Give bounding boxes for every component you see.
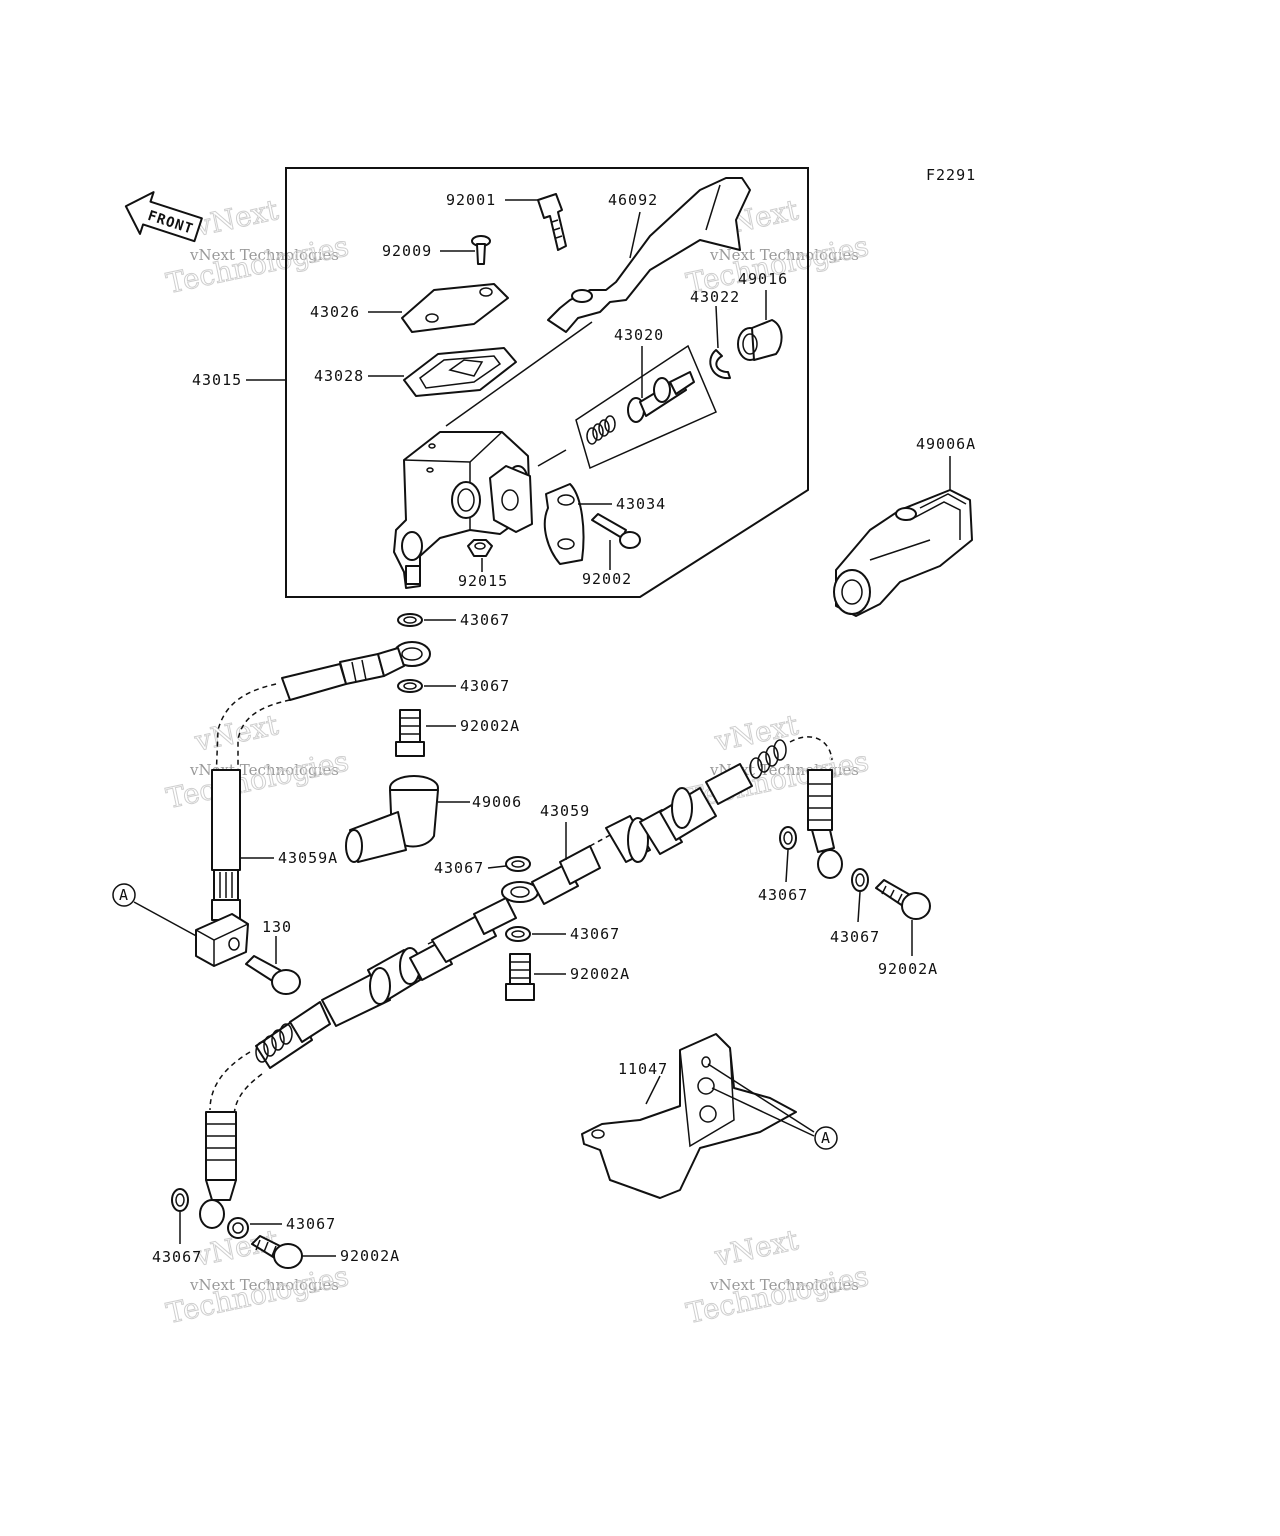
master-cylinder-body bbox=[393, 431, 533, 589]
label-46092: 46092 bbox=[608, 191, 658, 209]
banjo-bolt-92002A-bottom bbox=[251, 1235, 303, 1269]
label-43067-h: 43067 bbox=[286, 1215, 336, 1233]
watermark-vnext-tech: vNext Technologies bbox=[709, 1276, 859, 1294]
spring-icon bbox=[586, 415, 616, 445]
label-130: 130 bbox=[262, 918, 292, 936]
boot-49016 bbox=[737, 319, 783, 361]
watermark-vnext-tech: vNext Technologies bbox=[189, 246, 339, 264]
label-92002A-d: 92002A bbox=[340, 1247, 400, 1265]
cover-49006A bbox=[833, 489, 973, 617]
bolt-92002 bbox=[591, 513, 641, 549]
label-43059A: 43059A bbox=[278, 849, 338, 867]
coil-icon bbox=[206, 1123, 236, 1161]
coil-icon bbox=[255, 1023, 293, 1063]
label-49006A: 49006A bbox=[916, 435, 976, 453]
bolt-130 bbox=[245, 955, 301, 995]
cap-43026 bbox=[401, 283, 509, 333]
label-92002A-b: 92002A bbox=[570, 965, 630, 983]
washer-43067-right-b bbox=[851, 868, 869, 892]
banjo-bolt-92002A-mid bbox=[505, 953, 535, 1001]
label-49016: 49016 bbox=[738, 270, 788, 288]
block-fitting bbox=[195, 913, 249, 967]
label-43067-f: 43067 bbox=[830, 928, 880, 946]
label-43015: 43015 bbox=[192, 371, 242, 389]
watermark-vnext-tech: vNext Technologies bbox=[709, 246, 859, 264]
watermark-vnext: vNext bbox=[191, 708, 282, 758]
watermark-tech: Technologies bbox=[163, 1259, 351, 1330]
washer-43067-mid-bottom bbox=[505, 926, 531, 942]
label-92002A-a: 92002A bbox=[460, 717, 520, 735]
washer-43067-bottom-left bbox=[171, 1188, 189, 1212]
holder-43034 bbox=[543, 483, 585, 565]
label-43020: 43020 bbox=[614, 326, 664, 344]
label-43034: 43034 bbox=[616, 495, 666, 513]
watermark-tech: Technologies bbox=[163, 744, 351, 815]
label-92002A-c: 92002A bbox=[878, 960, 938, 978]
label-92002: 92002 bbox=[582, 570, 632, 588]
label-43067-d: 43067 bbox=[570, 925, 620, 943]
cover-49006 bbox=[345, 775, 439, 863]
washer-43067-right-a bbox=[779, 826, 797, 850]
label-43059: 43059 bbox=[540, 802, 590, 820]
washer-43067-top bbox=[397, 613, 423, 627]
coil-icon bbox=[808, 783, 832, 821]
watermark-vnext-tech: vNext Technologies bbox=[189, 1276, 339, 1294]
callout-a-left-letter: A bbox=[119, 886, 129, 904]
hose-43059 bbox=[199, 736, 843, 1229]
label-43022: 43022 bbox=[690, 288, 740, 306]
watermark-vnext: vNext bbox=[711, 1223, 802, 1273]
label-43067-c: 43067 bbox=[434, 859, 484, 877]
label-43067-a: 43067 bbox=[460, 611, 510, 629]
hose-43059A bbox=[211, 641, 431, 921]
diaphragm-43028 bbox=[403, 347, 517, 397]
washer-43067-second bbox=[397, 679, 423, 693]
callout-a-right bbox=[814, 1126, 838, 1150]
front-arrow-icon: FRONT bbox=[124, 191, 203, 243]
washer-43067-bottom-right bbox=[227, 1217, 249, 1239]
callout-a-right-letter: A bbox=[821, 1129, 831, 1147]
piston-kit-43020 bbox=[575, 344, 717, 470]
washer-43067-mid-top bbox=[505, 856, 531, 872]
nut-92015 bbox=[467, 539, 493, 557]
screw-92009 bbox=[471, 235, 491, 265]
label-11047: 11047 bbox=[618, 1060, 668, 1078]
bolt-92001 bbox=[537, 193, 567, 251]
label-43067-b: 43067 bbox=[460, 677, 510, 695]
lever-46092 bbox=[547, 177, 751, 333]
label-92015: 92015 bbox=[458, 572, 508, 590]
label-43067-e: 43067 bbox=[758, 886, 808, 904]
banjo-bolt-92002A-right bbox=[875, 879, 931, 920]
callout-a-left bbox=[112, 883, 136, 907]
label-92001: 92001 bbox=[446, 191, 496, 209]
watermark-tech: Technologies bbox=[683, 1259, 871, 1330]
bracket-11047 bbox=[581, 1033, 797, 1199]
label-92009: 92009 bbox=[382, 242, 432, 260]
figure-code: F2291 bbox=[926, 166, 976, 184]
circlip-43022 bbox=[709, 349, 731, 380]
watermark-vnext: vNext bbox=[191, 193, 282, 243]
label-49006: 49006 bbox=[472, 793, 522, 811]
coil-icon bbox=[749, 739, 787, 779]
label-43026: 43026 bbox=[310, 303, 360, 321]
label-43028: 43028 bbox=[314, 367, 364, 385]
watermark-vnext: vNext bbox=[711, 708, 802, 758]
banjo-bolt-92002A-top bbox=[395, 709, 425, 757]
assembly-box-43015 bbox=[285, 167, 809, 598]
label-43067-g: 43067 bbox=[152, 1248, 202, 1266]
